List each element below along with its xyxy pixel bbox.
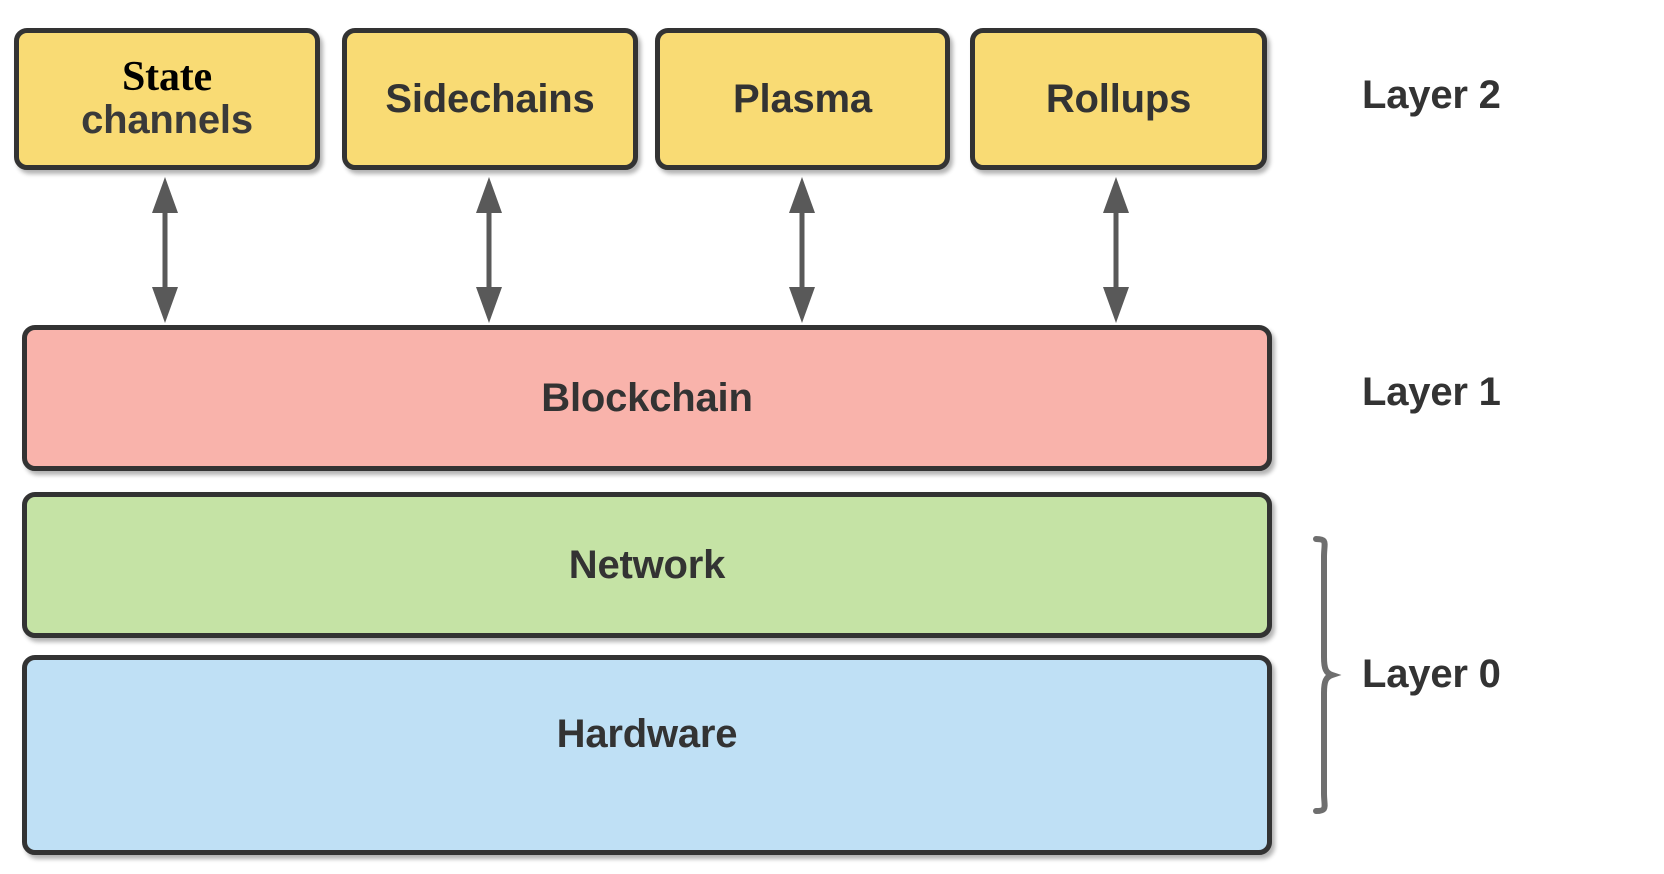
layer0-bar-network[interactable]: Network <box>22 492 1272 638</box>
layer2-box-sidechains-label: Sidechains <box>385 76 595 121</box>
layer2-box-rollups-label: Rollups <box>1045 76 1192 121</box>
layer-label-layer2: Layer 2 <box>1362 73 1501 117</box>
layer2-box-plasma[interactable]: Plasma <box>655 28 950 170</box>
layer-label-layer0: Layer 0 <box>1362 652 1501 696</box>
layer1-bar-blockchain[interactable]: Blockchain <box>22 325 1272 471</box>
layer0-grouping-brace <box>1313 536 1342 814</box>
double-arrow-rollups-to-blockchain <box>1103 177 1129 323</box>
layer0-bar-network-label: Network <box>568 542 726 587</box>
state-channels-text: State channels <box>81 56 253 143</box>
layer2-box-state-channels[interactable]: State channels <box>14 28 320 170</box>
state-channels-line2: channels <box>81 97 253 142</box>
double-arrow-state-channels-to-blockchain <box>152 177 178 323</box>
layer2-box-sidechains[interactable]: Sidechains <box>342 28 638 170</box>
layer2-box-plasma-label: Plasma <box>733 76 872 121</box>
double-arrow-plasma-to-blockchain <box>789 177 815 323</box>
layer2-box-rollups[interactable]: Rollups <box>970 28 1267 170</box>
double-arrow-sidechains-to-blockchain <box>476 177 502 323</box>
layer0-bar-hardware[interactable]: Hardware <box>22 655 1272 855</box>
layer1-bar-blockchain-label: Blockchain <box>541 375 753 420</box>
layer0-bar-hardware-label: Hardware <box>556 712 738 756</box>
layer-label-layer1: Layer 1 <box>1362 370 1501 414</box>
state-channels-line1: State <box>122 53 212 100</box>
